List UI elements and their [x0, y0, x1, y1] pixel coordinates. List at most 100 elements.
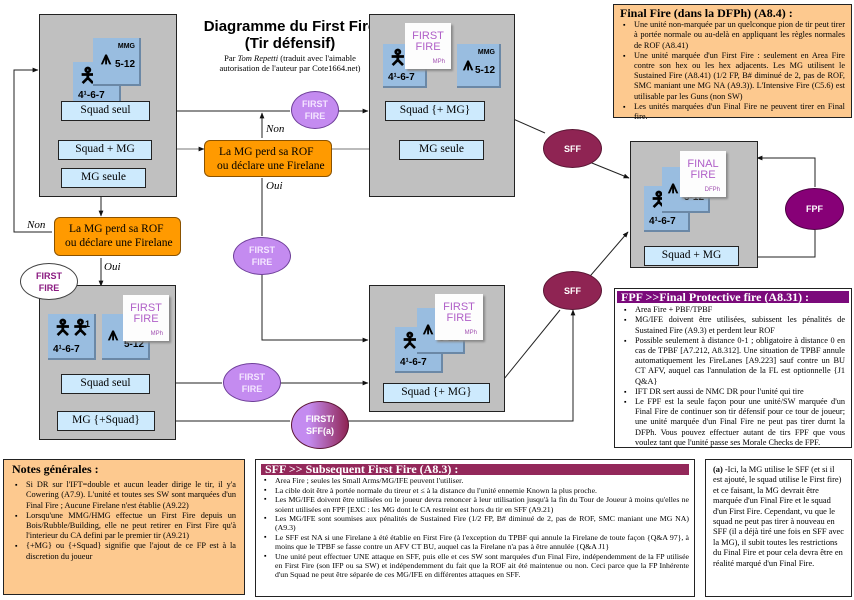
notes-item: Lorsqu'une MMG/HMG effectue un First Fir…: [15, 511, 236, 542]
notes-item: {+MG} ou {+Squad} signifie que l'ajout d…: [15, 541, 236, 561]
title-line-1: Diagramme du First Fire: [203, 18, 377, 35]
final-fire-marker: FINAL FIRE DFPh: [680, 151, 726, 197]
option-squad-mg[interactable]: Squad + MG: [58, 140, 152, 160]
diagram-title: Diagramme du First Fire (Tir défensif): [190, 18, 390, 52]
ellipse-first-sff[interactable]: FIRST/ SFF(a): [291, 401, 349, 449]
final-fire-info-box: Final Fire (dans la DFPh) (A8.4) : Une u…: [613, 4, 852, 121]
decision-rof-firelane-left[interactable]: La MG perd sa ROF ou déclare une Firelan…: [54, 217, 181, 256]
sff-item: Le SFF est NA si une Firelane à été étab…: [264, 533, 689, 552]
fpf-info-box: FPF >>Final Protective fire (A8.31) : Ar…: [614, 288, 852, 448]
decision-line-2: ou déclare une Firelane: [217, 160, 325, 172]
notes-item: Si DR sur l'IFT=double et aucun leader d…: [15, 480, 236, 511]
sff-item: Une unité peut effectuer UNE attaque en …: [264, 552, 689, 580]
leader-number: 1: [84, 319, 90, 329]
sff-item: Les MG/IFE sont soumises aux pénalités d…: [264, 514, 689, 533]
sff-item: La cible doit être à portée normale du t…: [264, 486, 689, 496]
label-oui-center: Oui: [266, 180, 283, 192]
decision-line-1: La MG perd sa ROF: [219, 146, 314, 158]
option-squad-plus-mg[interactable]: Squad {+ MG}: [383, 383, 490, 403]
panel-first-fire-bottom-left: 1 🯅🯅 4¹-6-7 ⩚ 5-12 FIRST FIRE MPh Squad …: [39, 285, 176, 440]
squad-value: 4¹-6-7: [400, 357, 427, 368]
footnote-box: (a) -Ici, la MG utilise le SFF (et si il…: [705, 459, 852, 597]
marker-phase: MPh: [150, 331, 163, 337]
line-first-fire-center-out: [261, 275, 369, 343]
decision-line-1: La MG perd sa ROF: [69, 223, 164, 235]
marker-phase: MPh: [432, 59, 445, 65]
fpf-list: Area Fire + PBF/TPBF MG/IFE doivent être…: [621, 305, 845, 448]
label-non-left: Non: [27, 219, 46, 231]
sff-info-box: SFF >> Subsequent First Fire (A8.3) : Ar…: [255, 459, 695, 597]
ellipse-first-fire-top[interactable]: FIRST FIRE: [291, 91, 339, 129]
general-notes-box: Notes générales : Si DR sur l'IFT=double…: [3, 459, 245, 595]
option-squad-mg[interactable]: Squad + MG: [644, 246, 739, 266]
label-non-center: Non: [266, 123, 285, 135]
credit: Par Tom Repetti (traduit avec l'aimable …: [190, 53, 390, 73]
title-line-2: (Tir défensif): [244, 35, 336, 52]
option-squad-plus-mg[interactable]: Squad {+ MG}: [385, 101, 485, 121]
ellipse-first-fire-center[interactable]: FIRST FIRE: [233, 237, 291, 275]
option-squad-seul[interactable]: Squad seul: [61, 101, 150, 121]
ellipse-first-fire-start[interactable]: FIRST FIRE: [20, 263, 78, 300]
sff-list: Area Fire ; seules les Small Arms/MG/IFE…: [261, 476, 689, 579]
fpf-item: MG/IFE doivent être utilisées, subissent…: [624, 315, 845, 335]
line-fpf-back: [756, 155, 816, 187]
marker-text: FIRST FIRE: [412, 30, 444, 53]
mmg-value: 5-12: [114, 59, 135, 70]
ellipse-fpf[interactable]: FPF: [785, 188, 844, 230]
machine-gun-icon: ⩚: [423, 318, 434, 338]
machine-gun-icon: ⩚: [463, 54, 474, 74]
mmg-value: 5-12: [123, 339, 144, 350]
option-squad-seul[interactable]: Squad seul: [61, 374, 150, 394]
final-fire-item: Une unité non-marquée par un quelconque …: [623, 20, 845, 51]
ellipse-first-fire-bottom[interactable]: FIRST FIRE: [223, 363, 281, 402]
panel-final-fire: 🯅 4¹-6-7 ⩚ 5-12 FINAL FIRE DFPh Squad + …: [630, 141, 758, 268]
mmg-counter: MMG ⩚ 5-12: [93, 38, 141, 86]
marker-phase: DFPh: [704, 187, 720, 193]
line-fpf-loop: [737, 230, 816, 258]
mmg-counter: MMG ⩚ 5-12: [457, 44, 501, 88]
marker-text: FINAL FIRE: [687, 158, 719, 181]
label-oui-left: Oui: [104, 261, 121, 273]
squad-value: 4¹-6-7: [388, 72, 415, 83]
footnote-text: -Ici, la MG utilise le SFF (et si il est…: [713, 465, 844, 568]
mmg-tag: MMG: [117, 43, 135, 50]
first-fire-marker: FIRST FIRE MPh: [435, 294, 483, 340]
squad-value: 4¹-6-7: [78, 90, 105, 101]
notes-list: Si DR sur l'IFT=double et aucun leader d…: [12, 480, 236, 562]
decision-rof-firelane-center[interactable]: La MG perd sa ROF ou déclare une Firelan…: [204, 140, 332, 177]
marker-text: FIRST FIRE: [443, 301, 475, 324]
final-fire-item: Les unités marquées d'un Final Fire ne p…: [623, 102, 845, 122]
credit-line-2: autorisation de l'auteur par Cote1664.ne…: [219, 63, 361, 73]
soldier-icon: 🯅: [389, 47, 407, 69]
marker-text: FIRST FIRE: [130, 302, 162, 325]
final-fire-title: Final Fire (dans la DFPh) (A8.4) :: [620, 6, 793, 20]
squad-value: 4¹-6-7: [53, 344, 80, 355]
sff-title-bar: SFF >> Subsequent First Fire (A8.3) :: [261, 463, 689, 476]
line-first-sff-out: [338, 309, 576, 422]
soldiers-icon: 🯅: [401, 330, 419, 352]
decision-line-2: ou déclare une Firelane: [65, 237, 173, 249]
soldiers-icon: 🯅🯅: [54, 317, 90, 339]
credit-suffix: (traduit avec l'aimable: [278, 53, 356, 63]
final-fire-item: Une unité marquée d'un First Fire : seul…: [623, 51, 845, 102]
squad-counter: 1 🯅🯅 4¹-6-7: [48, 314, 96, 360]
final-fire-list: Une unité non-marquée par un quelconque …: [620, 20, 845, 122]
option-mg-plus-squad[interactable]: MG {+Squad}: [57, 411, 155, 431]
mmg-value: 5-12: [474, 65, 495, 76]
option-mg-seule[interactable]: MG seule: [399, 140, 484, 160]
line-non-left: [13, 67, 52, 233]
fpf-title-bar: FPF >>Final Protective fire (A8.31) :: [617, 291, 849, 304]
marker-phase: MPh: [464, 330, 477, 336]
fpf-item: IFT DR sert aussi de NMC DR pour l'unité…: [624, 387, 845, 397]
ellipse-sff-bottom[interactable]: SFF: [543, 271, 602, 310]
first-fire-marker: FIRST FIRE MPh: [123, 295, 169, 341]
ellipse-sff-top[interactable]: SFF: [543, 129, 602, 168]
mmg-value: 5-12: [683, 192, 704, 203]
sff-item: Les MG/IFE doivent être utilisées ou le …: [264, 495, 689, 514]
fpf-item: Area Fire + PBF/TPBF: [624, 305, 845, 315]
first-fire-marker: FIRST FIRE MPh: [405, 23, 451, 69]
panel-initial-choice: 🯅 4¹-6-7 MMG ⩚ 5-12 Squad seul Squad + M…: [39, 14, 177, 197]
notes-title: Notes générales :: [12, 462, 99, 476]
machine-gun-icon: ⩚: [668, 177, 679, 197]
option-mg-seule[interactable]: MG seule: [61, 168, 146, 188]
